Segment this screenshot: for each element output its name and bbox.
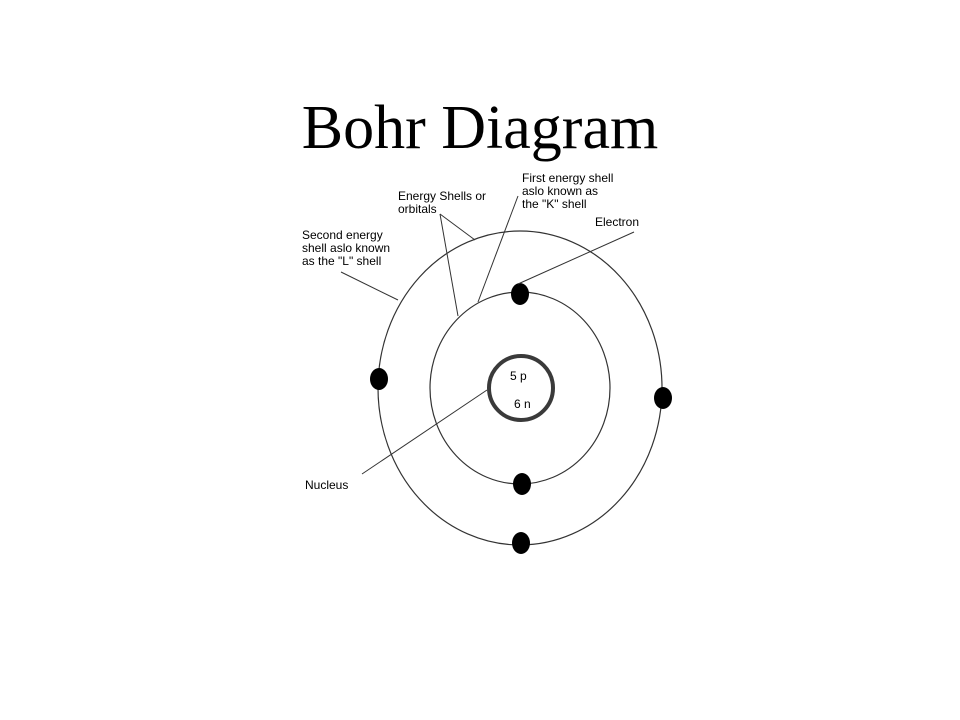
second-shell-leader: [340, 271, 399, 301]
proton-count: 5 p: [510, 369, 527, 383]
second-energy-shell: [377, 230, 663, 546]
electron-k-top: [511, 283, 529, 305]
second-shell-label-line: as the "L" shell: [302, 254, 381, 268]
first-shell-label: First energy shell aslo known as the "K"…: [522, 171, 617, 211]
energy-shells-leader-2: [439, 213, 459, 317]
first-energy-shell: [429, 291, 611, 485]
nucleus-leader: [361, 389, 488, 475]
electron-leader: [517, 231, 635, 285]
nucleus-label: Nucleus: [305, 478, 348, 492]
first-shell-label-line: First energy shell: [522, 171, 613, 185]
electron-l-right: [654, 387, 672, 409]
second-shell-label-line: Second energy: [302, 228, 383, 242]
second-shell-label-line: shell aslo known: [302, 241, 390, 255]
electron-k-bottom: [513, 473, 531, 495]
first-shell-leader: [477, 195, 519, 303]
energy-shells-label: Energy Shells or orbitals: [398, 189, 489, 216]
nucleus: [487, 354, 555, 422]
neutron-count: 6 n: [514, 397, 531, 411]
page-title: Bohr Diagram: [301, 94, 659, 162]
first-shell-label-line: the "K" shell: [522, 197, 587, 211]
electron-l-bottom: [512, 532, 530, 554]
electron-label: Electron: [595, 215, 639, 229]
first-shell-label-line: aslo known as: [522, 184, 598, 198]
energy-shells-label-line: Energy Shells or: [398, 189, 486, 203]
second-shell-label: Second energy shell aslo known as the "L…: [302, 228, 393, 268]
energy-shells-leader-1: [439, 213, 476, 241]
electron-l-left: [370, 368, 388, 390]
energy-shells-label-line: orbitals: [398, 202, 437, 216]
